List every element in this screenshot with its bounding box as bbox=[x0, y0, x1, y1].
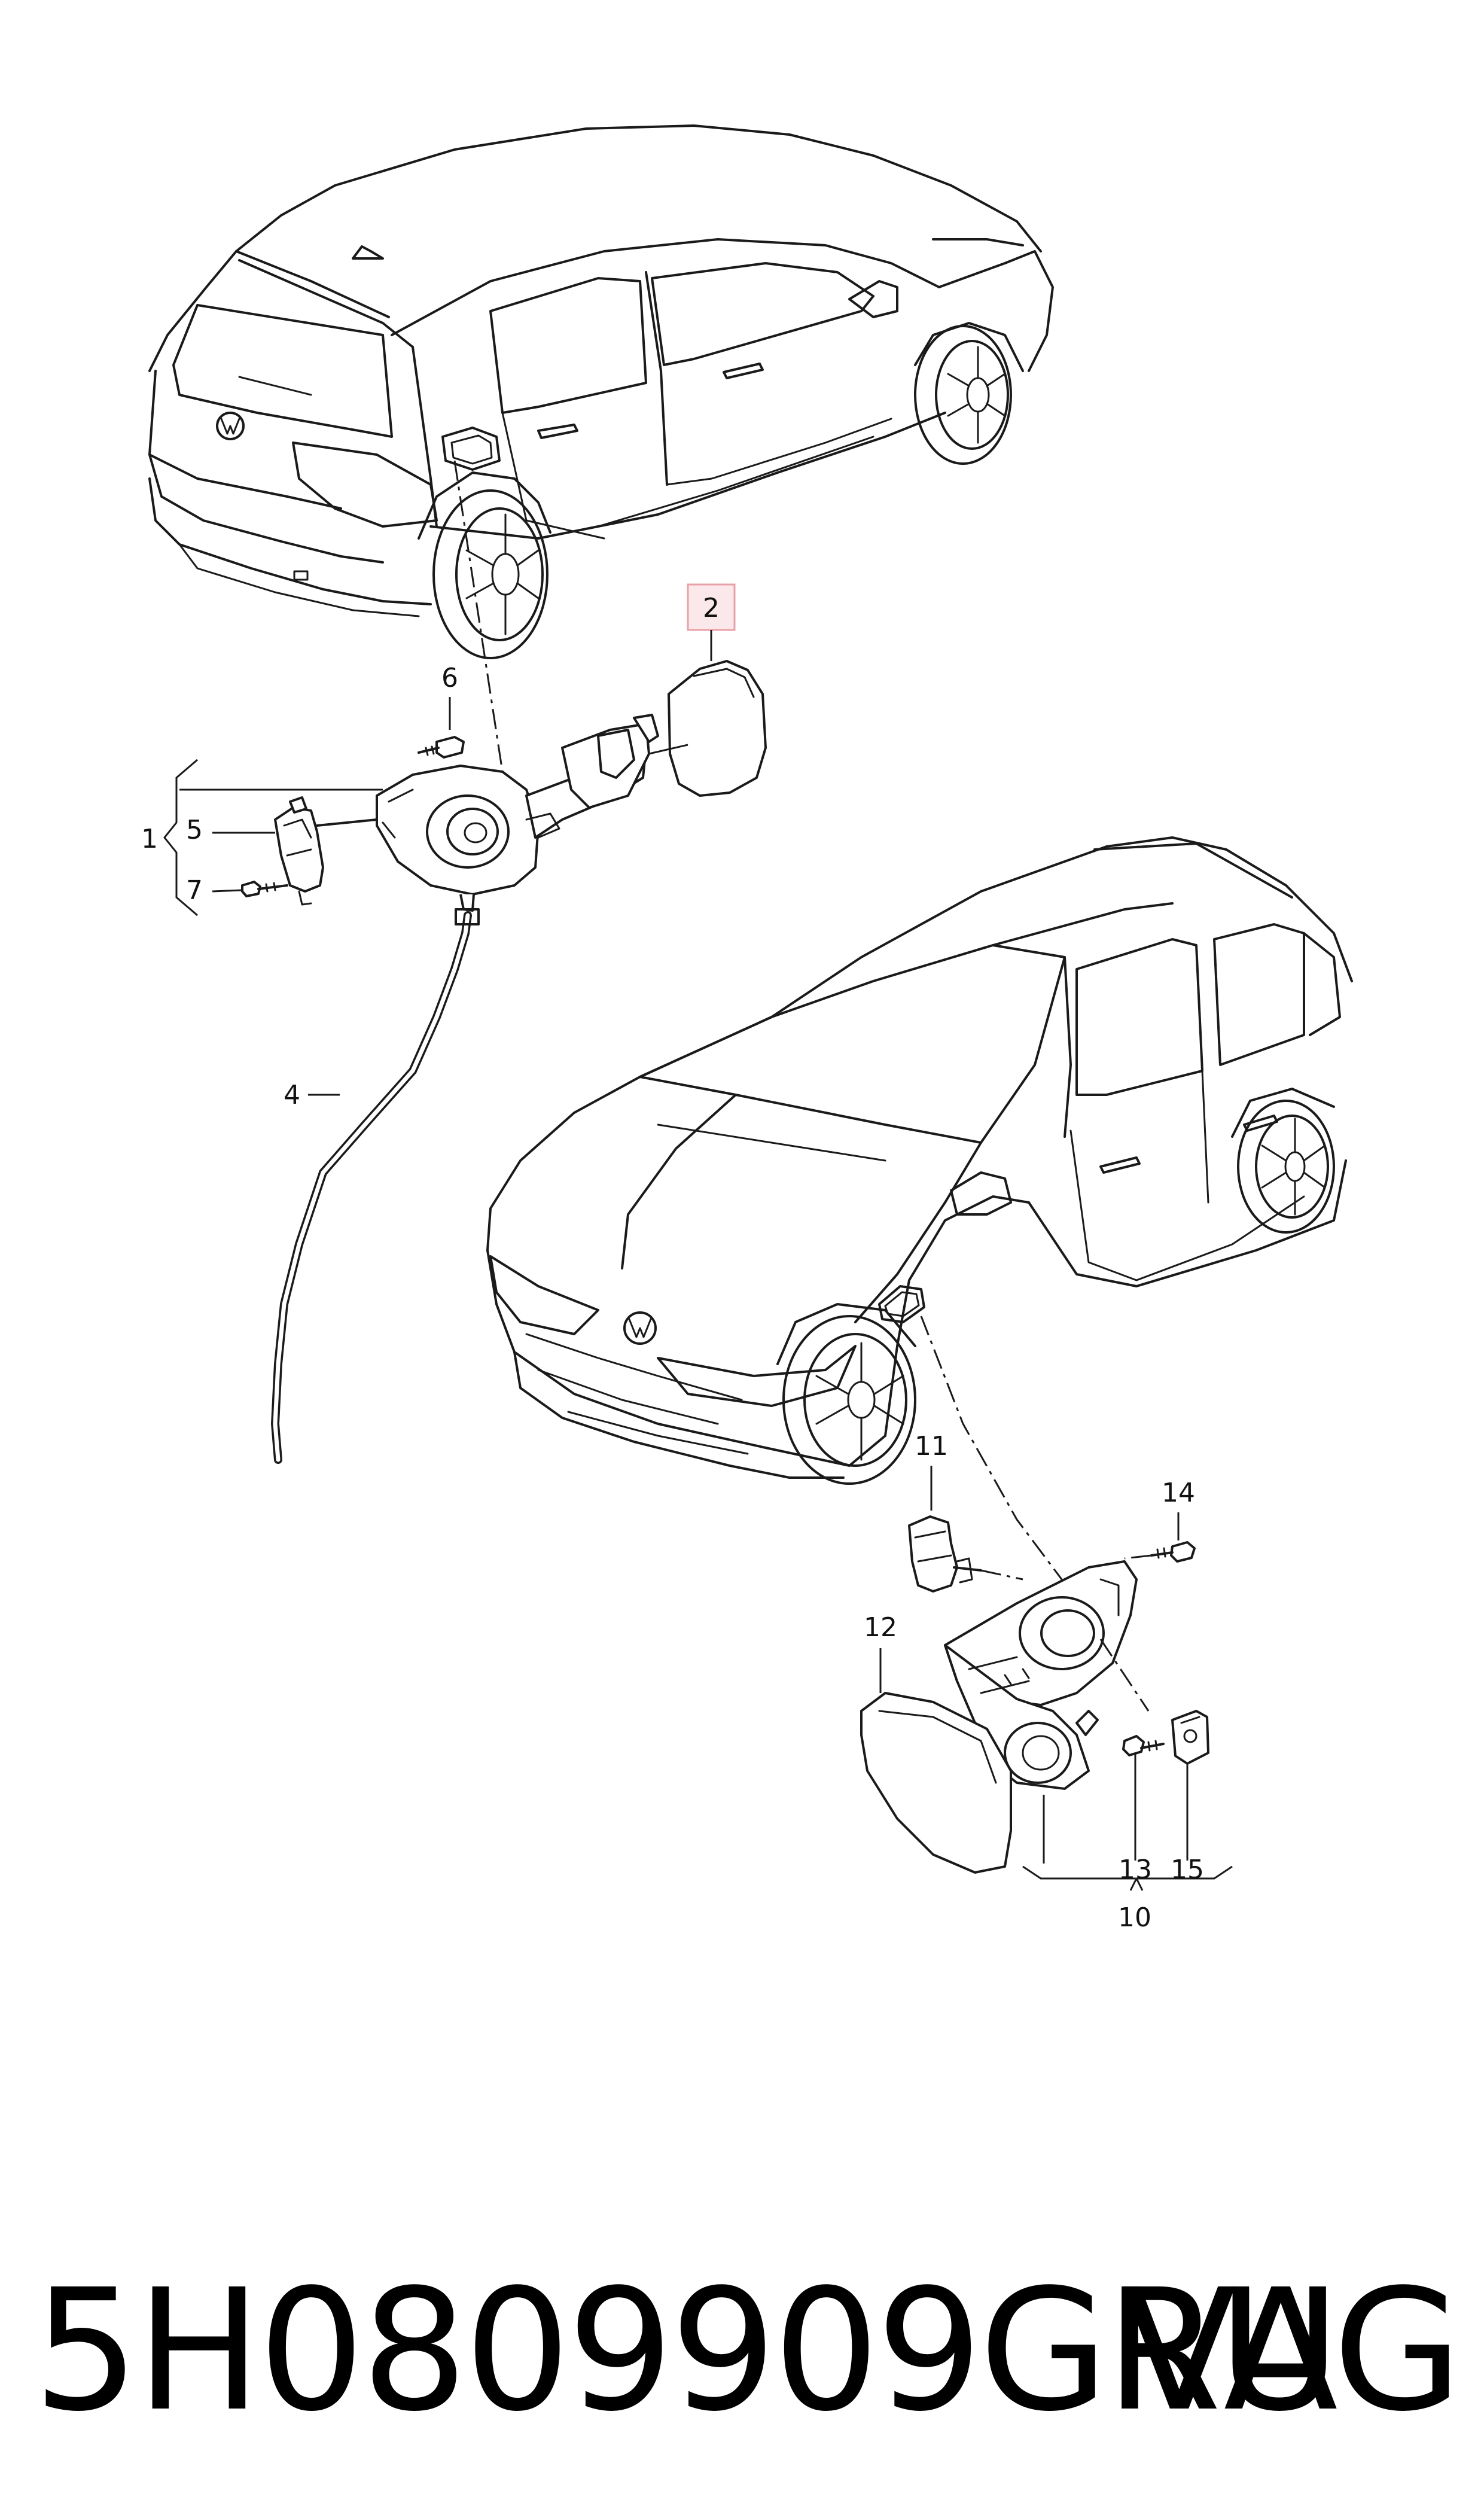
fuel-filler-housing-part-10 bbox=[944, 1560, 1138, 1790]
callout-15: 15 bbox=[1171, 1855, 1204, 1885]
callout-4: 4 bbox=[284, 1080, 300, 1110]
group-bracket-10: 13 15 10 bbox=[1022, 1795, 1233, 1933]
rear-car-illustration bbox=[148, 124, 1054, 659]
actuator-part-11: 11 bbox=[908, 1431, 1023, 1593]
fuel-filler-housing bbox=[376, 714, 659, 912]
callout-14: 14 bbox=[1162, 1478, 1195, 1508]
callout-11: 11 bbox=[915, 1431, 948, 1462]
fuel-flap-cover bbox=[668, 660, 767, 797]
callout-5: 5 bbox=[186, 815, 203, 845]
brand-label: VAG bbox=[1122, 2254, 1462, 2449]
clip-part-15 bbox=[1171, 1710, 1209, 1861]
group-bracket-1: 1 5 7 bbox=[141, 759, 383, 917]
callout-7: 7 bbox=[186, 875, 203, 906]
highlight-box-part-2: 2 bbox=[687, 583, 736, 631]
callout-1: 1 bbox=[141, 824, 158, 854]
screw-part-14: 14 bbox=[1124, 1478, 1196, 1563]
front-car-illustration bbox=[486, 836, 1353, 1485]
screw-part-13 bbox=[1122, 1735, 1165, 1861]
callout-10: 10 bbox=[1118, 1902, 1151, 1933]
actuator-part-5 bbox=[274, 796, 378, 906]
parts-diagram: 2 6 bbox=[141, 124, 1353, 1933]
part-number: 5H0809909GRU bbox=[33, 2254, 1340, 2449]
callout-2: 2 bbox=[703, 593, 720, 623]
fuel-flap-part-12: 12 bbox=[860, 1612, 1012, 1874]
callout-12: 12 bbox=[864, 1612, 897, 1643]
footer: 5H0809909GRU VAG bbox=[0, 2225, 1484, 2477]
screw-part-6: 6 bbox=[418, 663, 465, 759]
screw-part-7 bbox=[241, 881, 288, 897]
callout-6: 6 bbox=[441, 663, 458, 693]
callout-13: 13 bbox=[1119, 1855, 1152, 1885]
drain-hose-part-4: 4 bbox=[270, 908, 480, 1464]
